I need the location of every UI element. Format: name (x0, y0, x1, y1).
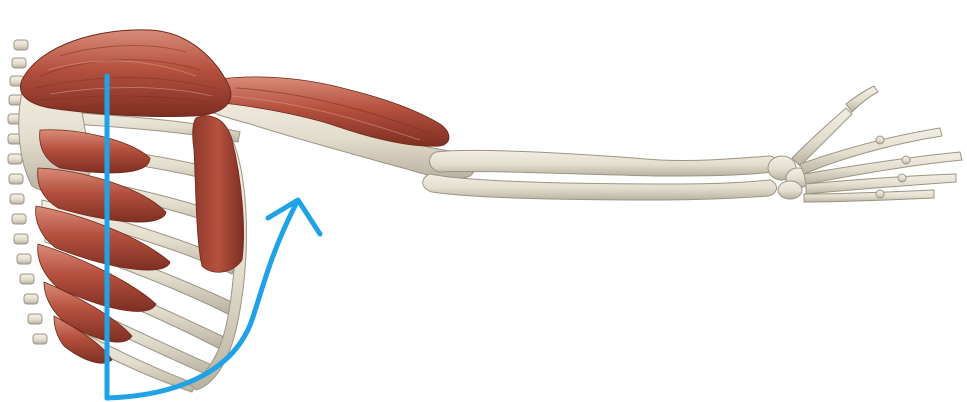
deltoid-muscle (20, 30, 230, 117)
forearm-bones (423, 150, 779, 200)
hand-bones (768, 86, 962, 202)
arrow-head (268, 200, 320, 234)
